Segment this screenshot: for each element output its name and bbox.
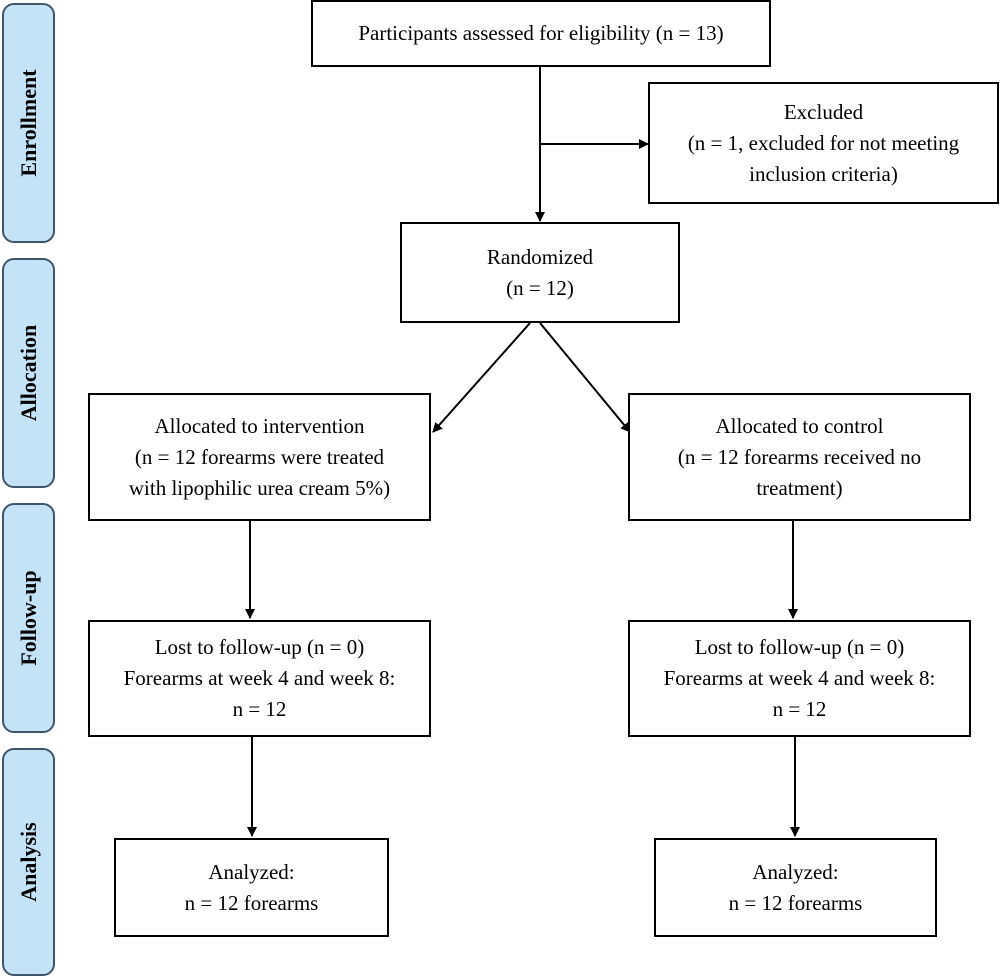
analysis-intervention-line-1: Analyzed: [208,859,295,884]
intervention-box: Allocated to intervention (n = 12 forear… [88,393,431,521]
followup-intervention-line-1: Lost to follow-up (n = 0) [154,635,365,659]
analysis-control-box: Analyzed: n = 12 forearms [654,838,937,937]
excluded-line-1: Excluded [783,99,864,124]
control-line-1: Allocated to control [715,413,884,438]
analysis-control-line-2: n = 12 forearms [728,890,863,915]
excluded-box: Excluded (n = 1, excluded for not meetin… [648,82,999,204]
followup-control-line-1: Lost to follow-up (n = 0) [694,635,905,659]
arrow-randomized-to-control [539,322,631,433]
intervention-line-3: with lipophilic urea cream 5%) [128,475,391,500]
intervention-line-2: (n = 12 forearms were treated [134,444,385,469]
eligibility-box: Participants assessed for eligibility (n… [311,0,771,67]
excluded-line-3: inclusion criteria) [749,161,898,186]
randomized-line-1: Randomized [486,244,594,269]
analysis-control-line-1: Analyzed: [752,859,839,884]
followup-control-box: Lost to follow-up (n = 0) Forearms at we… [628,620,971,737]
followup-intervention-box: Lost to follow-up (n = 0) Forearms at we… [88,620,431,737]
followup-intervention-line-2: Forearms at week 4 and week 8: [123,666,396,690]
randomized-line-2: (n = 12) [506,275,574,300]
followup-intervention-line-3: n = 12 [232,697,287,721]
followup-control-line-2: Forearms at week 4 and week 8: [663,666,936,690]
intervention-line-1: Allocated to intervention [154,413,365,438]
control-line-2: (n = 12 forearms received no [677,444,922,469]
stage-allocation: Allocation [2,258,55,488]
excluded-line-2: (n = 1, excluded for not meeting [687,130,960,155]
control-box: Allocated to control (n = 12 forearms re… [628,393,971,521]
eligibility-line-1: Participants assessed for eligibility (n… [358,21,724,45]
control-line-3: treatment) [756,475,843,500]
analysis-intervention-box: Analyzed: n = 12 forearms [114,838,389,937]
stage-analysis: Analysis [2,748,55,976]
arrow-randomized-to-intervention [432,322,531,433]
stage-enrollment: Enrollment [2,3,55,243]
stage-follow-up: Follow-up [2,503,55,733]
analysis-intervention-line-2: n = 12 forearms [184,890,319,915]
followup-control-line-3: n = 12 [772,697,827,721]
randomized-box: Randomized (n = 12) [400,222,680,323]
